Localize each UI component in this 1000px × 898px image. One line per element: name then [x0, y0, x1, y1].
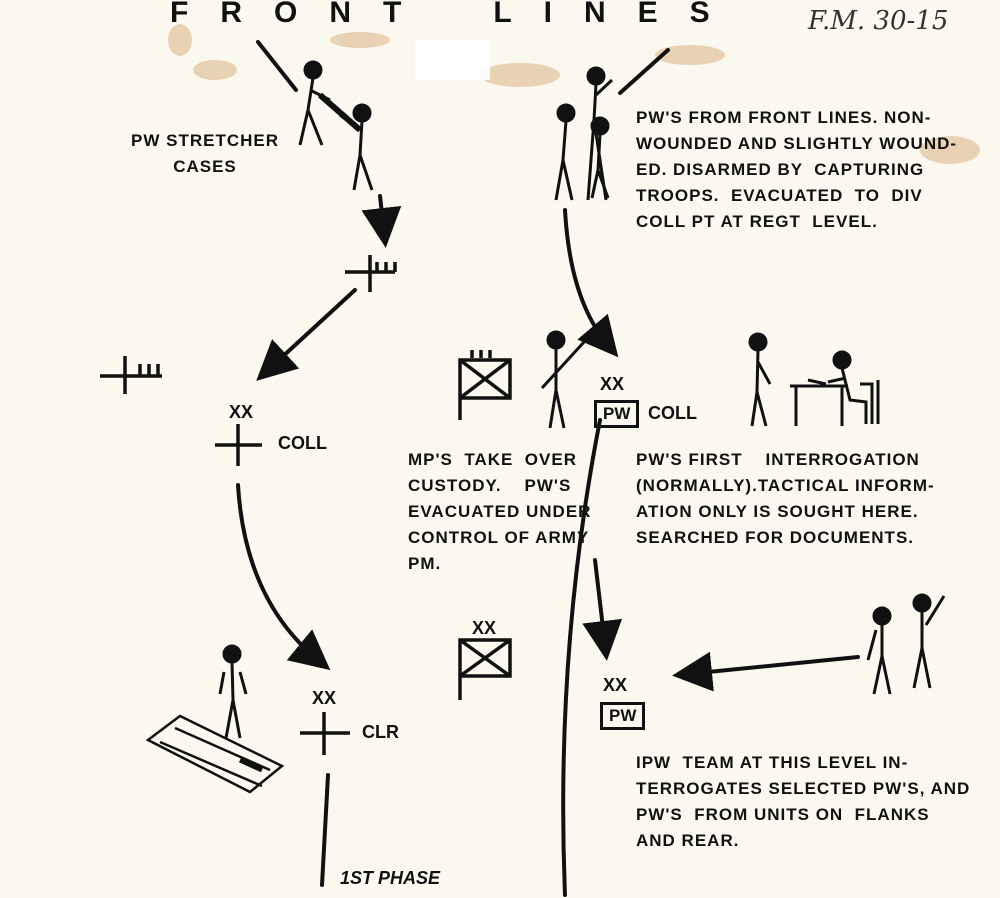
arrow-front-to-collecting: [618, 48, 670, 95]
flag-icon: [458, 638, 512, 700]
first-phase-label: 1ST PHASE: [340, 868, 441, 888]
arrow-to-regt-aid: [361, 194, 402, 248]
coll-label: COLL: [278, 433, 327, 453]
div-clearing-symbol: [300, 712, 350, 755]
coll-label: COLL: [648, 403, 697, 423]
arrow-ipw-incoming: [672, 651, 860, 692]
handwritten-annotation: F.M. 30-15: [808, 6, 949, 36]
pw-box: PW: [594, 400, 640, 428]
line-first-phase: [320, 773, 330, 887]
flag-icon: [458, 350, 512, 420]
ipw-team-note: IPW TEAM AT THIS LEVEL IN- TERROGATES SE…: [636, 753, 971, 850]
div-echelon-label: XX: [229, 402, 254, 422]
div-echelon-label: XX: [600, 374, 625, 394]
arrow-to-div-coll: [256, 288, 357, 381]
stretcher-bearers-icon: [298, 60, 374, 191]
arrow-front-down: [563, 208, 619, 358]
interrogation-desk-icon: [790, 350, 880, 426]
prisoners-escort-icon: [554, 66, 614, 201]
clr-label: CLR: [362, 722, 399, 742]
pw-box: PW: [600, 702, 646, 730]
div-echelon-label: XX: [312, 688, 337, 708]
standing-soldier-icon: [218, 644, 248, 739]
mp-custody-note: MP'S TAKE OVER CUSTODY. PW'S EVACUATED U…: [408, 450, 592, 573]
ipw-team-icon: [866, 593, 946, 695]
div-echelon-label: XX: [603, 675, 628, 695]
regt-coll-symbol: [100, 356, 162, 394]
stretcher-icon: [145, 714, 285, 794]
military-police-icon: [540, 330, 586, 429]
arrow-to-clearing: [236, 483, 331, 671]
regt-aid-station-symbol: [345, 255, 397, 292]
first-interrogation-note: PW'S FIRST INTERROGATION (NORMALLY).TACT…: [636, 450, 935, 547]
arrow-coll-to-pw: [582, 558, 623, 661]
div-coll-symbol: [215, 424, 262, 466]
front-lines-note: PW'S FROM FRONT LINES. NON- WOUNDED AND …: [636, 108, 958, 231]
arrow-to-stretcher-party: [256, 40, 298, 92]
flow-arrows: [236, 40, 860, 897]
stretcher-cases-label: PW STRETCHER CASES: [131, 131, 279, 176]
div-echelon-label: XX: [472, 618, 497, 638]
standing-soldier-icon: [748, 332, 772, 427]
boundary-line: [561, 418, 602, 897]
